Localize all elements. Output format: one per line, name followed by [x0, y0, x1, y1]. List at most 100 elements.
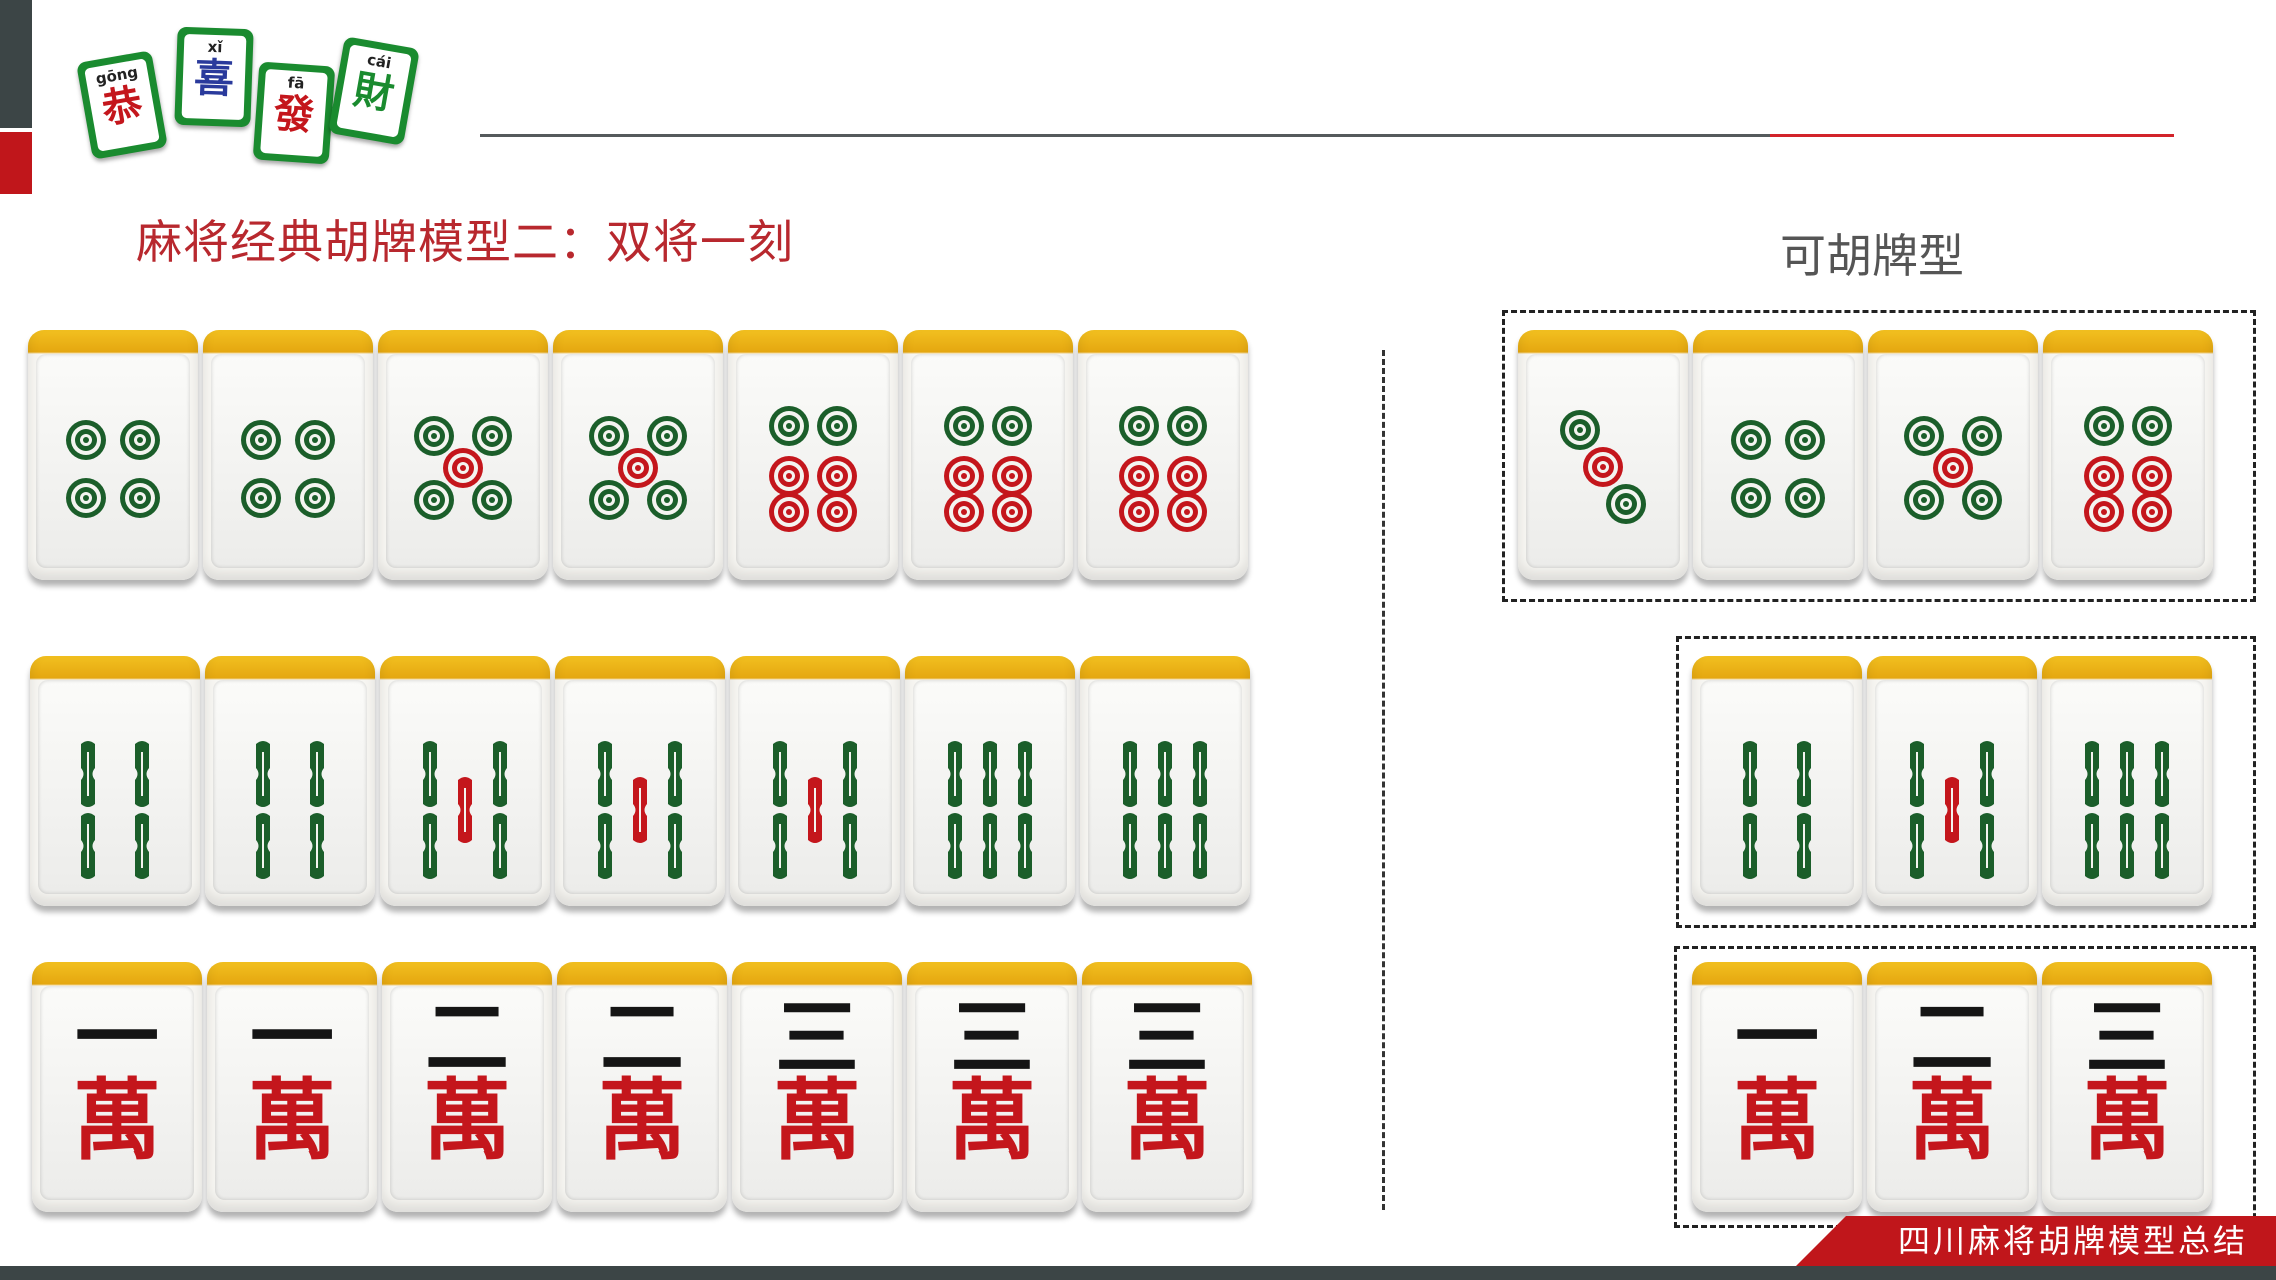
dot-pip [1962, 416, 2002, 456]
dot-pip [817, 456, 857, 496]
bamboo-stick [1123, 813, 1137, 879]
tile-face [915, 986, 1069, 1200]
tile-face [740, 986, 894, 1200]
bamboo-stick [1945, 777, 1959, 843]
character-tile: 二萬 [1867, 962, 2037, 1212]
bamboo-stick [493, 741, 507, 807]
dot-pip [1606, 484, 1646, 524]
tile-pips [1731, 420, 1825, 518]
tile-pips [81, 741, 149, 879]
bamboo-stick [1797, 741, 1811, 807]
bamboo-stick [1980, 813, 1994, 879]
character-tile: 三萬 [907, 962, 1077, 1212]
tile-pips [414, 416, 512, 520]
dot-pip [1785, 420, 1825, 460]
bamboo-stick [310, 741, 324, 807]
dot-pip [241, 478, 281, 518]
bamboo-stick [983, 813, 997, 879]
dot-pip [647, 416, 687, 456]
dot-pip [769, 456, 809, 496]
tile-suit: 萬 [247, 1068, 336, 1172]
dot-pip [295, 420, 335, 460]
dot-tile [553, 330, 723, 580]
bamboo-tile [730, 656, 900, 906]
bamboo-tile [380, 656, 550, 906]
dot-pip [2132, 406, 2172, 446]
character-tile: 一萬 [1692, 962, 1862, 1212]
dot-pip [120, 478, 160, 518]
tile-number: 三 [774, 988, 859, 1087]
tile-pips [1123, 741, 1207, 879]
tile-number: 二 [599, 988, 684, 1087]
section-subtitle: 可胡牌型 [1780, 229, 1964, 283]
logo-hanzi: 財 [349, 65, 398, 120]
tile-face [40, 986, 194, 1200]
tile-suit: 萬 [1907, 1068, 1996, 1172]
tile-suit: 萬 [422, 1068, 511, 1172]
bamboo-stick [948, 741, 962, 807]
dot-pip [589, 416, 629, 456]
tile-face [211, 354, 365, 568]
accent-bar-red [0, 132, 32, 194]
dot-pip [589, 480, 629, 520]
bamboo-stick [668, 741, 682, 807]
bamboo-stick [493, 813, 507, 879]
bamboo-stick [843, 741, 857, 807]
bamboo-stick [1910, 741, 1924, 807]
tile-number: 三 [949, 988, 1034, 1087]
dot-pip [295, 478, 335, 518]
bamboo-tile [555, 656, 725, 906]
tile-face [390, 986, 544, 1200]
bamboo-stick [2085, 813, 2099, 879]
dot-tile [378, 330, 548, 580]
logo-hanzi: 恭 [98, 79, 147, 134]
vertical-divider [1382, 350, 1385, 1210]
accent-bar-dark [0, 0, 32, 128]
dot-pip [2084, 456, 2124, 496]
dot-pip [769, 492, 809, 532]
dot-pip [1904, 416, 1944, 456]
bamboo-stick [983, 741, 997, 807]
tile-number: 一 [1734, 988, 1819, 1087]
bamboo-stick [2085, 741, 2099, 807]
tile-pips [1904, 416, 2002, 520]
bamboo-stick [423, 813, 437, 879]
character-tile: 一萬 [32, 962, 202, 1212]
tile-suit: 萬 [947, 1068, 1036, 1172]
dot-pip [1785, 478, 1825, 518]
dot-pip [769, 406, 809, 446]
dot-pip [2132, 456, 2172, 496]
bamboo-tile [205, 656, 375, 906]
bamboo-stick [256, 741, 270, 807]
dot-tile [1868, 330, 2038, 580]
bamboo-tile [2042, 656, 2212, 906]
bamboo-tile [1692, 656, 1862, 906]
bamboo-stick [598, 813, 612, 879]
tile-face [736, 354, 890, 568]
dot-pip [1167, 406, 1207, 446]
bamboo-stick [633, 777, 647, 843]
dot-pip [618, 448, 658, 488]
tile-face [36, 354, 190, 568]
page-title: 麻将经典胡牌模型二：双将一刻 [136, 215, 794, 269]
tile-face [565, 986, 719, 1200]
dot-tile [728, 330, 898, 580]
dot-tile [28, 330, 198, 580]
dot-pip [1933, 448, 1973, 488]
bamboo-stick [1193, 813, 1207, 879]
dot-pip [944, 456, 984, 496]
dot-pip [443, 448, 483, 488]
dot-tile [2043, 330, 2213, 580]
dot-pip [472, 416, 512, 456]
tile-pips [944, 406, 1032, 532]
tile-face [215, 986, 369, 1200]
bamboo-tile [905, 656, 1075, 906]
dot-pip [992, 406, 1032, 446]
bamboo-stick [1193, 741, 1207, 807]
tile-suit: 萬 [1732, 1068, 1821, 1172]
character-tile: 三萬 [2042, 962, 2212, 1212]
bamboo-tile [30, 656, 200, 906]
tile-pips [423, 741, 507, 879]
bamboo-stick [2120, 741, 2134, 807]
